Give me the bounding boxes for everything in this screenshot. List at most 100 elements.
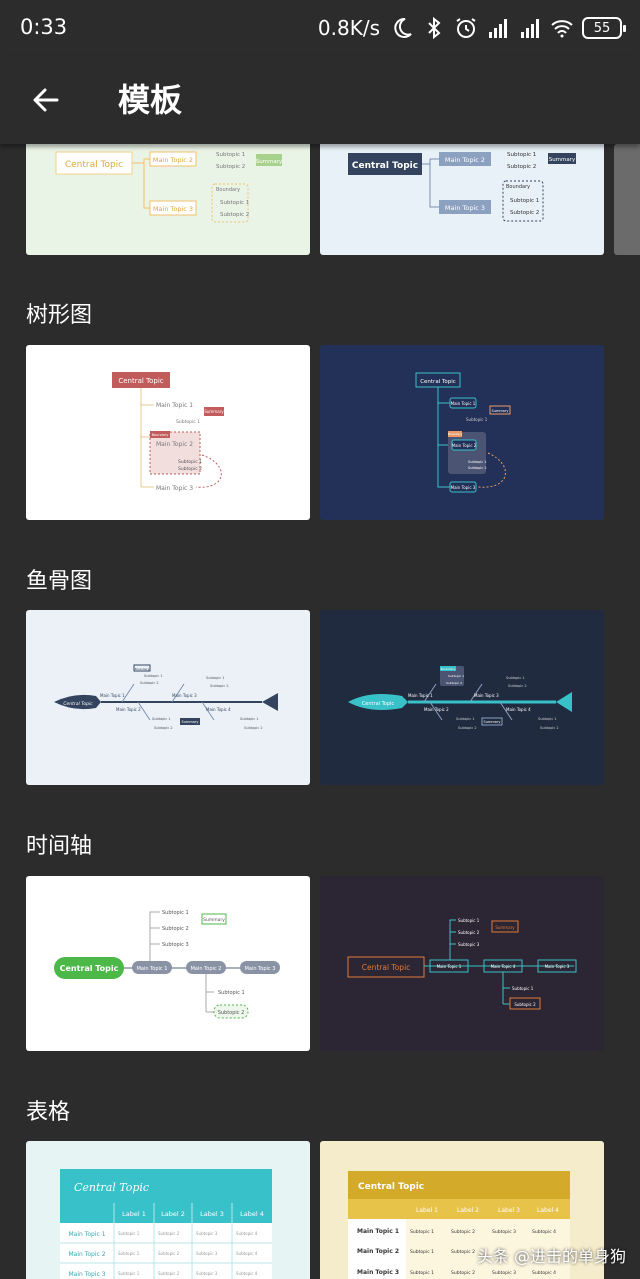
signal-hd-icon — [489, 19, 507, 38]
svg-text:Main Topic 1: Main Topic 1 — [408, 693, 433, 698]
svg-text:Subtopic 1: Subtopic 1 — [118, 1271, 140, 1276]
svg-text:Main Topic 2: Main Topic 2 — [424, 707, 449, 712]
back-button[interactable] — [24, 78, 68, 122]
bluetooth-icon — [428, 16, 441, 40]
svg-text:Subtopic 1: Subtopic 1 — [178, 459, 202, 465]
svg-text:Subtopic 2: Subtopic 2 — [158, 1251, 180, 1256]
svg-text:Subtopic 1: Subtopic 1 — [538, 717, 557, 721]
svg-text:Main Topic 2: Main Topic 2 — [357, 1248, 399, 1255]
svg-text:Summary: Summary — [182, 720, 199, 724]
svg-text:Central Topic: Central Topic — [358, 1182, 424, 1192]
template-preview: Central Topic Label 1 Label 2 Label 3 La… — [348, 1171, 570, 1279]
svg-text:Central Topic: Central Topic — [118, 377, 163, 385]
template-preview: Central Topic Main Topic 1 Subtopic 1 Su… — [112, 372, 224, 492]
template-card-table-teal[interactable]: Central Topic Label 1 Label 2 Label 3 La… — [26, 1141, 310, 1279]
svg-text:Main Topic 4: Main Topic 4 — [506, 707, 531, 712]
svg-text:Subtopic 1: Subtopic 1 — [118, 1251, 140, 1256]
template-card-tree-dark[interactable]: Central Topic Main Topic 1 Subtopic 1 Su… — [320, 345, 604, 520]
svg-text:Subtopic 4: Subtopic 4 — [532, 1270, 556, 1276]
svg-text:Subtopic 1: Subtopic 1 — [176, 419, 200, 425]
svg-text:Central Topic: Central Topic — [362, 701, 395, 707]
template-card-timeline-light[interactable]: Central Topic Main Topic 1 Main Topic 2 … — [26, 876, 310, 1051]
svg-text:Label 1: Label 1 — [416, 1207, 438, 1214]
svg-text:Subtopic 1: Subtopic 1 — [507, 152, 536, 158]
svg-text:Subtopic 1: Subtopic 1 — [220, 200, 249, 206]
svg-text:Subtopic 1: Subtopic 1 — [410, 1270, 434, 1276]
svg-text:Subtopic 3: Subtopic 3 — [196, 1251, 218, 1256]
svg-text:Main Topic 2: Main Topic 2 — [452, 443, 477, 448]
template-card-fishbone-dark[interactable]: Central Topic Main Topic 1 Main Topic 3 … — [320, 610, 604, 785]
svg-text:Subtopic 3: Subtopic 3 — [162, 942, 189, 948]
svg-text:Main Topic 1: Main Topic 1 — [451, 401, 476, 406]
status-bar: 0:33 0.8K/s 55 — [0, 0, 640, 56]
svg-text:Main Topic 1: Main Topic 1 — [68, 1231, 105, 1238]
section-title-timeline: 时间轴 — [26, 834, 93, 859]
svg-text:Central Topic: Central Topic — [420, 379, 456, 385]
svg-text:Central Topic: Central Topic — [65, 160, 123, 170]
svg-text:Summary: Summary — [549, 157, 576, 163]
svg-text:Subtopic 3: Subtopic 3 — [196, 1231, 218, 1236]
svg-text:Subtopic 1: Subtopic 1 — [456, 717, 475, 721]
status-time: 0:33 — [20, 15, 68, 39]
svg-text:Subtopic 1: Subtopic 1 — [118, 1231, 140, 1236]
svg-text:Subtopic 2: Subtopic 2 — [458, 726, 477, 730]
svg-text:Subtopic 2: Subtopic 2 — [451, 1249, 475, 1255]
svg-text:Label 4: Label 4 — [537, 1207, 559, 1214]
template-list[interactable]: Central Topic Main Topic 2 Main Topic 3 … — [0, 144, 640, 1279]
svg-text:Subtopic 1: Subtopic 1 — [458, 918, 480, 923]
svg-text:Main Topic 3: Main Topic 3 — [357, 1269, 399, 1276]
svg-text:Main Topic 2: Main Topic 2 — [153, 156, 193, 164]
svg-text:Subtopic 4: Subtopic 4 — [236, 1231, 258, 1236]
template-card-mindmap-green[interactable]: Central Topic Main Topic 2 Main Topic 3 … — [26, 144, 310, 255]
svg-text:Subtopic 2: Subtopic 2 — [220, 212, 249, 218]
svg-text:Main Topic 3: Main Topic 3 — [445, 204, 485, 212]
section-title-tree: 树形图 — [26, 303, 93, 328]
svg-text:Subtopic 1: Subtopic 1 — [512, 986, 534, 991]
svg-text:Label 3: Label 3 — [200, 1210, 224, 1218]
svg-text:Subtopic 1: Subtopic 1 — [410, 1249, 434, 1255]
svg-text:Central Topic: Central Topic — [63, 701, 93, 707]
svg-text:Main Topic 4: Main Topic 4 — [491, 964, 516, 969]
svg-text:Subtopic 2: Subtopic 2 — [507, 164, 536, 170]
template-card-mindmap-blue[interactable]: Central Topic Main Topic 2 Main Topic 3 … — [320, 144, 604, 255]
svg-text:Subtopic 2: Subtopic 2 — [451, 1229, 475, 1235]
template-preview: Central Topic Label 1 Label 2 Label 3 La… — [60, 1169, 272, 1279]
svg-text:Main Topic 2: Main Topic 2 — [445, 156, 485, 164]
svg-text:Subtopic 3: Subtopic 3 — [196, 1271, 218, 1276]
svg-text:Main Topic 1: Main Topic 1 — [100, 693, 125, 698]
svg-text:Central Topic: Central Topic — [362, 963, 411, 972]
svg-text:Subtopic 4: Subtopic 4 — [532, 1229, 556, 1235]
svg-text:Subtopic 2: Subtopic 2 — [154, 726, 173, 730]
section-title-fishbone: 鱼骨图 — [26, 569, 93, 594]
template-card-table-yellow[interactable]: Central Topic Label 1 Label 2 Label 3 La… — [320, 1141, 604, 1279]
template-preview: Central Topic Main Topic 1 Main Topic 2 … — [54, 910, 280, 1019]
template-preview: Central Topic Main Topic 1 Main Topic 3 … — [348, 666, 572, 730]
svg-text:Subtopic 2: Subtopic 2 — [244, 726, 263, 730]
next-card-peek — [614, 144, 640, 255]
svg-text:Central Topic: Central Topic — [74, 1181, 149, 1194]
svg-text:Subtopic 1: Subtopic 1 — [468, 460, 487, 464]
page-title: 模板 — [118, 81, 183, 119]
svg-text:Subtopic 2: Subtopic 2 — [451, 1270, 475, 1276]
svg-text:Boundary: Boundary — [441, 667, 456, 671]
svg-text:Summary: Summary — [495, 925, 515, 930]
alarm-icon — [456, 18, 476, 38]
svg-text:Boundary: Boundary — [135, 667, 150, 671]
svg-text:Subtopic 2: Subtopic 2 — [210, 684, 229, 688]
svg-text:Main Topic 3: Main Topic 3 — [153, 205, 193, 213]
svg-text:Subtopic 2: Subtopic 2 — [468, 466, 487, 470]
template-card-fishbone-light[interactable]: Central Topic Main Topic 1 Main Topic 3 … — [26, 610, 310, 785]
svg-text:Subtopic 3: Subtopic 3 — [492, 1229, 516, 1235]
svg-text:Label 2: Label 2 — [457, 1207, 479, 1214]
svg-text:Central Topic: Central Topic — [352, 161, 418, 171]
svg-text:Subtopic 1: Subtopic 1 — [448, 674, 464, 678]
template-preview: Central Topic Main Topic 1 Subtopic 1 Su… — [415, 372, 511, 493]
template-card-tree-light[interactable]: Central Topic Main Topic 1 Subtopic 1 Su… — [26, 345, 310, 520]
template-card-timeline-dark[interactable]: Central Topic Main Topic 1 Main Topic 4 … — [320, 876, 604, 1051]
template-preview: Central Topic Main Topic 2 Main Topic 3 … — [55, 151, 283, 223]
svg-text:Boundary: Boundary — [216, 187, 240, 193]
svg-text:Subtopic 1: Subtopic 1 — [218, 990, 245, 996]
svg-text:Summary: Summary — [484, 720, 501, 724]
svg-text:Subtopic 1: Subtopic 1 — [240, 717, 259, 721]
svg-text:Subtopic 2: Subtopic 2 — [178, 466, 202, 472]
